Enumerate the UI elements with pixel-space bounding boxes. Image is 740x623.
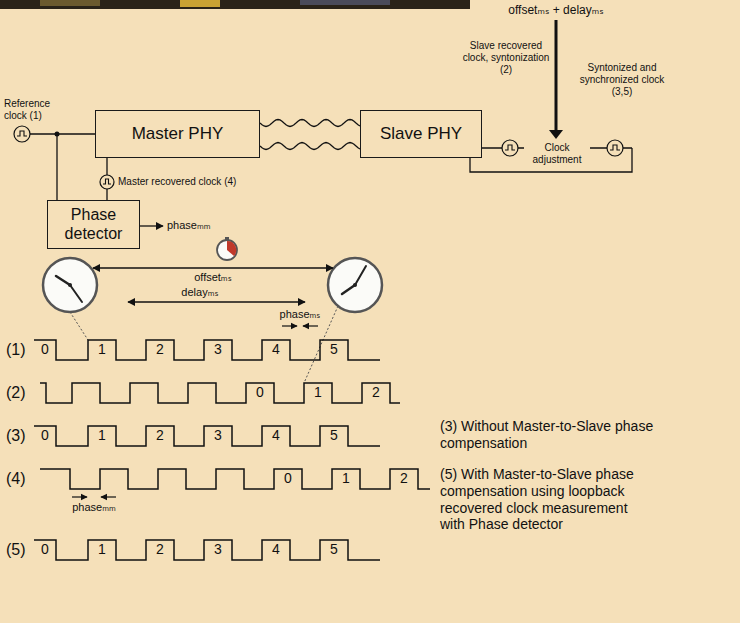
adjustment-input-label: offsetₘₛ + delayₘₛ [508, 3, 603, 17]
clock-waveform [34, 540, 380, 560]
tick-number: 4 [272, 342, 280, 357]
clock-waveform [34, 340, 380, 360]
tick-number: 4 [272, 542, 280, 557]
tick-number: 1 [98, 428, 106, 443]
measurement-label: phaseₘₛ [280, 308, 321, 321]
measurement-label: phaseₘₘ [167, 219, 211, 232]
tick-number: 2 [156, 428, 164, 443]
tick-number: 2 [372, 385, 380, 400]
clock-waveform [40, 383, 400, 403]
clock-waveform [40, 469, 430, 489]
clock-symbol [607, 140, 623, 156]
signal-label: Slave recovered clock, syntonization (2) [460, 40, 552, 76]
block-caption: Clock adjustment [524, 142, 590, 166]
tick-number: 0 [41, 342, 49, 357]
row-number: (5) [6, 540, 26, 559]
row-number: (3) [6, 426, 26, 445]
tick-number: 3 [214, 542, 222, 557]
tick-number: 3 [214, 342, 222, 357]
clock-symbol [100, 175, 114, 189]
phase-marker-arrow [72, 496, 87, 497]
signal-label: Syntonized and synchronized clock (3,5) [574, 62, 670, 98]
phy-block: Slave PHY [360, 110, 482, 158]
measurement-label: delayₘₛ [181, 286, 218, 299]
junction-dot [55, 132, 60, 137]
tick-number: 2 [156, 342, 164, 357]
block-label: Slave PHY [380, 124, 462, 144]
row-number: (1) [6, 340, 26, 359]
link-line [260, 120, 360, 127]
phase-marker-arrow [101, 496, 116, 497]
phase-marker-arrow [303, 325, 318, 326]
detector-block: Phase detector [47, 200, 140, 249]
offset-arrow [93, 267, 333, 268]
stopwatch-icon [217, 237, 237, 260]
note-text: (5) With Master-to-Slave phase compensat… [440, 466, 655, 533]
tick-number: 1 [98, 542, 106, 557]
phy-block: Master PHY [95, 110, 260, 158]
adjustment-arrow [549, 20, 563, 139]
tick-number: 5 [330, 342, 338, 357]
link-line [260, 143, 360, 150]
clock-symbol [14, 126, 30, 142]
measurement-label: offsetₘₛ [194, 271, 232, 284]
tick-number: 0 [284, 471, 292, 486]
measurement-label: phaseₘₘ [72, 501, 116, 514]
clock-symbol [502, 140, 518, 156]
waveform-group [34, 340, 430, 560]
delay-arrow [128, 301, 305, 302]
tick-number: 5 [330, 428, 338, 443]
block-label: Phase detector [54, 206, 133, 243]
tick-number: 1 [314, 385, 322, 400]
tick-number: 1 [98, 342, 106, 357]
row-number: (2) [6, 383, 26, 402]
tick-number: 0 [41, 428, 49, 443]
tick-number: 1 [342, 471, 350, 486]
signal-label: Master recovered clock (4) [118, 176, 236, 188]
tick-number: 2 [156, 542, 164, 557]
phase-marker-arrow [282, 325, 297, 326]
reference-wiring [30, 134, 95, 200]
tick-number: 2 [400, 471, 408, 486]
phase-output-arrow [140, 225, 163, 226]
tick-number: 4 [272, 428, 280, 443]
master-clock-face [43, 258, 97, 312]
clock-waveform [34, 426, 380, 446]
tick-number: 0 [256, 385, 264, 400]
tick-number: 3 [214, 428, 222, 443]
slave-clock-face [328, 258, 382, 312]
row-number: (4) [6, 469, 26, 488]
tick-number: 5 [330, 542, 338, 557]
note-text: (3) Without Master-to-Slave phase compen… [440, 418, 655, 452]
clock-leader-line [70, 312, 88, 340]
tick-number: 0 [41, 542, 49, 557]
block-label: Master PHY [132, 124, 224, 144]
photo-strip [0, 0, 470, 9]
signal-label: Reference clock (1) [4, 98, 66, 122]
